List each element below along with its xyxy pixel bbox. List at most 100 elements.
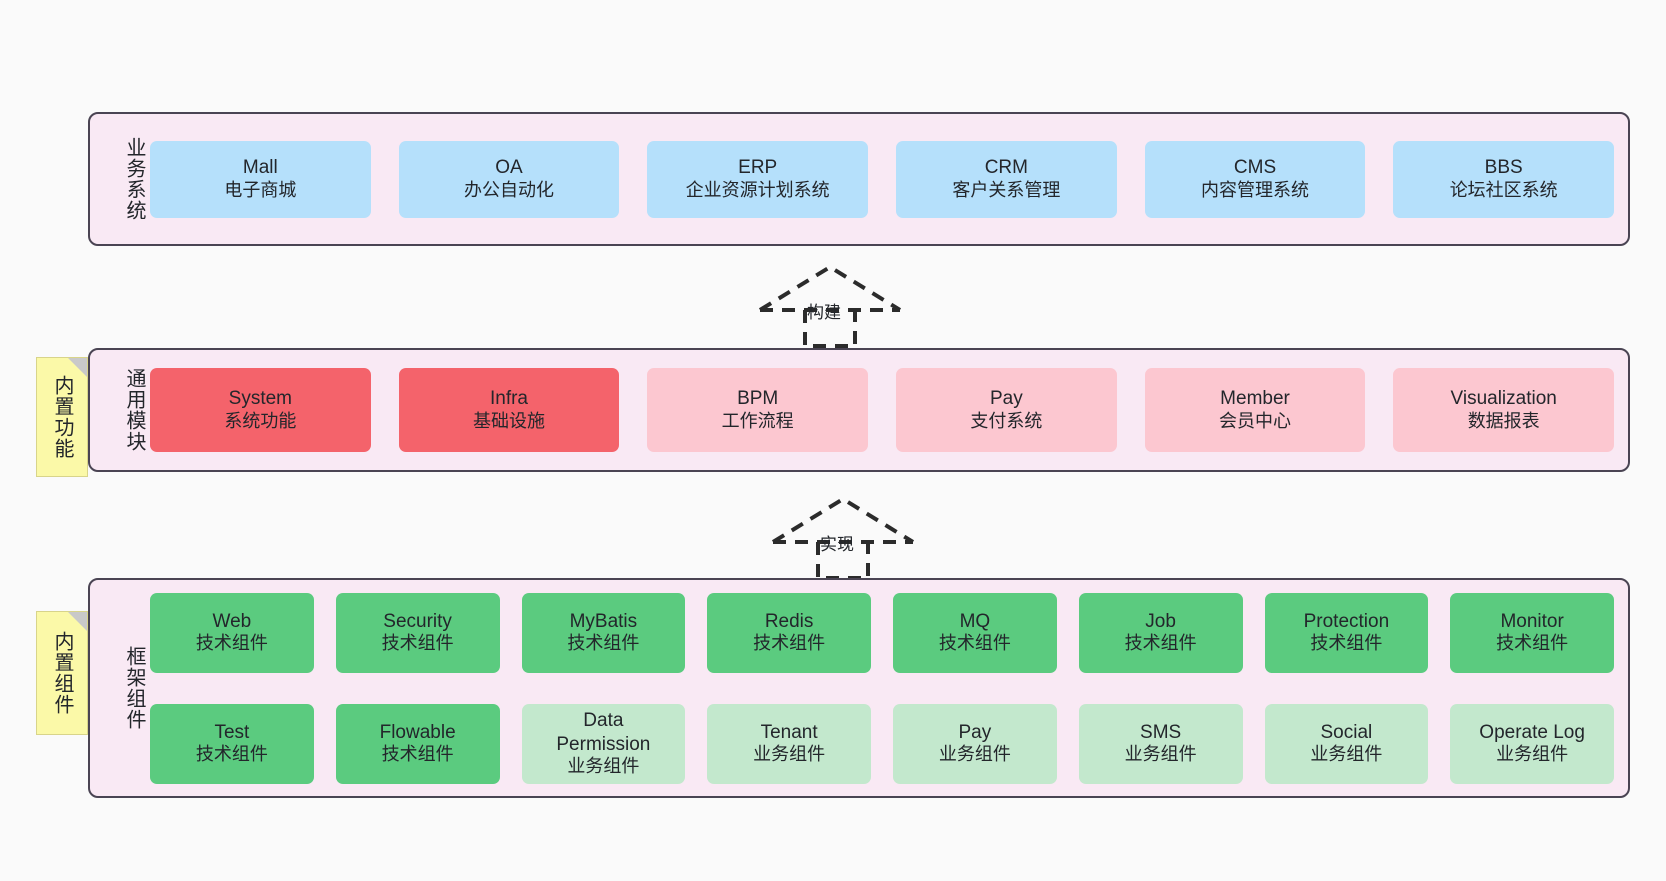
node-title: OA	[495, 157, 523, 179]
node-subtitle: 技术组件	[753, 633, 826, 654]
node-job[interactable]: Job 技术组件	[1078, 592, 1243, 673]
layer-body-business-system: Mall 电子商城 OA 办公自动化 ERP 企业资源计划系统 CRM 客户关系…	[144, 114, 1628, 244]
node-bpm[interactable]: BPM 工作流程	[647, 368, 869, 452]
note-text: 内置组件	[51, 631, 73, 715]
layer-body-common-module: System 系统功能 Infra 基础设施 BPM 工作流程 Pay 支付系统…	[144, 350, 1628, 470]
node-subtitle: 支付系统	[970, 410, 1043, 431]
node-title: BPM	[737, 388, 779, 410]
node-mq[interactable]: MQ 技术组件	[893, 592, 1057, 673]
node-subtitle: 办公自动化	[464, 179, 554, 200]
arrow-implement-label: 实现	[820, 535, 854, 554]
note-fold-icon	[68, 612, 87, 631]
node-title: BBS	[1484, 157, 1523, 179]
node-bbs[interactable]: BBS 论坛社区系统	[1393, 140, 1615, 218]
node-pay-module[interactable]: Pay 支付系统	[896, 368, 1117, 452]
node-title: ERP	[738, 157, 778, 179]
node-system[interactable]: System 系统功能	[150, 368, 371, 452]
node-title: Mall	[242, 157, 278, 179]
layer-common-module[interactable]: 通用模块 System 系统功能 Infra 基础设施 BPM 工作流程 Pay…	[88, 348, 1630, 472]
node-protection[interactable]: Protection 技术组件	[1264, 592, 1429, 673]
layer-business-system[interactable]: 业务系统 Mall 电子商城 OA 办公自动化 ERP 企业资源计划系统 CRM…	[88, 112, 1630, 246]
node-title: CRM	[984, 157, 1028, 179]
node-erp[interactable]: ERP 企业资源计划系统	[647, 140, 869, 218]
node-social[interactable]: Social 业务组件	[1264, 703, 1429, 784]
node-title: Monitor	[1500, 610, 1564, 632]
node-data-permission[interactable]: Data Permission 业务组件	[521, 703, 686, 784]
arrow-implement-shape	[771, 496, 915, 580]
note-fold-icon	[68, 358, 87, 377]
arrow-build: 构建	[755, 262, 905, 348]
node-flowable[interactable]: Flowable 技术组件	[335, 703, 500, 784]
node-title: Pay	[958, 721, 992, 743]
arrow-build-label: 构建	[807, 303, 841, 322]
node-subtitle: 技术组件	[567, 633, 640, 654]
node-subtitle: 业务组件	[753, 744, 826, 765]
layer-title-common-module: 通用模块	[123, 368, 145, 452]
note-builtin-function[interactable]: 内置功能	[36, 357, 88, 477]
node-title: Tenant	[760, 721, 818, 743]
node-title: Redis	[764, 610, 814, 632]
node-subtitle: 技术组件	[381, 633, 454, 654]
node-title: Web	[212, 610, 252, 632]
note-text: 内置功能	[51, 375, 73, 459]
node-title: Operate Log	[1479, 721, 1585, 743]
node-subtitle: 会员中心	[1219, 410, 1292, 431]
layer-framework-component[interactable]: 框架组件 Web 技术组件 Security 技术组件 MyBatis 技术组件…	[88, 578, 1630, 798]
node-monitor[interactable]: Monitor 技术组件	[1450, 592, 1614, 673]
node-crm[interactable]: CRM 客户关系管理	[896, 140, 1117, 218]
note-builtin-component[interactable]: 内置组件	[36, 611, 88, 735]
node-title: Pay	[989, 388, 1023, 410]
node-subtitle: 电子商城	[224, 179, 297, 200]
node-title: Security	[383, 610, 452, 632]
node-mybatis[interactable]: MyBatis 技术组件	[521, 592, 686, 673]
node-title: Job	[1145, 610, 1176, 632]
node-title: MyBatis	[569, 610, 638, 632]
node-subtitle: 业务组件	[1124, 744, 1197, 765]
node-title: Data Permission	[556, 710, 651, 755]
node-subtitle: 企业资源计划系统	[685, 179, 830, 200]
node-title: Test	[214, 721, 250, 743]
node-subtitle: 技术组件	[195, 744, 268, 765]
node-subtitle: 工作流程	[721, 410, 794, 431]
node-redis[interactable]: Redis 技术组件	[707, 592, 871, 673]
node-row: Test 技术组件 Flowable 技术组件 Data Permission …	[150, 697, 1614, 790]
node-subtitle: 技术组件	[1496, 633, 1569, 654]
node-title: Member	[1220, 388, 1290, 410]
node-security[interactable]: Security 技术组件	[335, 592, 500, 673]
node-visualization[interactable]: Visualization 数据报表	[1393, 368, 1615, 452]
node-subtitle: 业务组件	[938, 744, 1011, 765]
layer-title-framework-component: 框架组件	[123, 646, 145, 730]
node-mall[interactable]: Mall 电子商城	[150, 140, 371, 218]
node-oa[interactable]: OA 办公自动化	[398, 140, 620, 218]
arrow-build-shape	[758, 264, 902, 348]
node-title: Flowable	[379, 721, 456, 743]
node-subtitle: 技术组件	[1310, 633, 1383, 654]
node-subtitle: 技术组件	[381, 744, 454, 765]
node-subtitle: 业务组件	[1496, 744, 1569, 765]
node-infra[interactable]: Infra 基础设施	[398, 368, 620, 452]
layer-title-business-system: 业务系统	[123, 137, 145, 221]
node-subtitle: 业务组件	[1310, 744, 1383, 765]
node-row: System 系统功能 Infra 基础设施 BPM 工作流程 Pay 支付系统…	[150, 350, 1615, 470]
node-title: SMS	[1140, 721, 1182, 743]
layer-body-framework-component: Web 技术组件 Security 技术组件 MyBatis 技术组件 Redi…	[144, 580, 1628, 796]
node-subtitle: 技术组件	[195, 633, 268, 654]
node-sms[interactable]: SMS 业务组件	[1078, 703, 1243, 784]
node-subtitle: 系统功能	[224, 410, 297, 431]
node-row: Web 技术组件 Security 技术组件 MyBatis 技术组件 Redi…	[150, 586, 1614, 679]
node-subtitle: 客户关系管理	[952, 179, 1061, 200]
node-subtitle: 论坛社区系统	[1449, 179, 1558, 200]
node-member[interactable]: Member 会员中心	[1144, 368, 1366, 452]
node-title: System	[228, 388, 293, 410]
node-subtitle: 数据报表	[1467, 410, 1540, 431]
node-title: MQ	[959, 610, 991, 632]
node-subtitle: 内容管理系统	[1201, 179, 1310, 200]
node-cms[interactable]: CMS 内容管理系统	[1144, 140, 1366, 218]
node-web[interactable]: Web 技术组件	[150, 592, 314, 673]
node-pay-component[interactable]: Pay 业务组件	[893, 703, 1057, 784]
node-title: Protection	[1303, 610, 1390, 632]
node-title: Social	[1320, 721, 1373, 743]
node-test[interactable]: Test 技术组件	[150, 703, 314, 784]
node-tenant[interactable]: Tenant 业务组件	[707, 703, 871, 784]
node-operate-log[interactable]: Operate Log 业务组件	[1450, 703, 1614, 784]
